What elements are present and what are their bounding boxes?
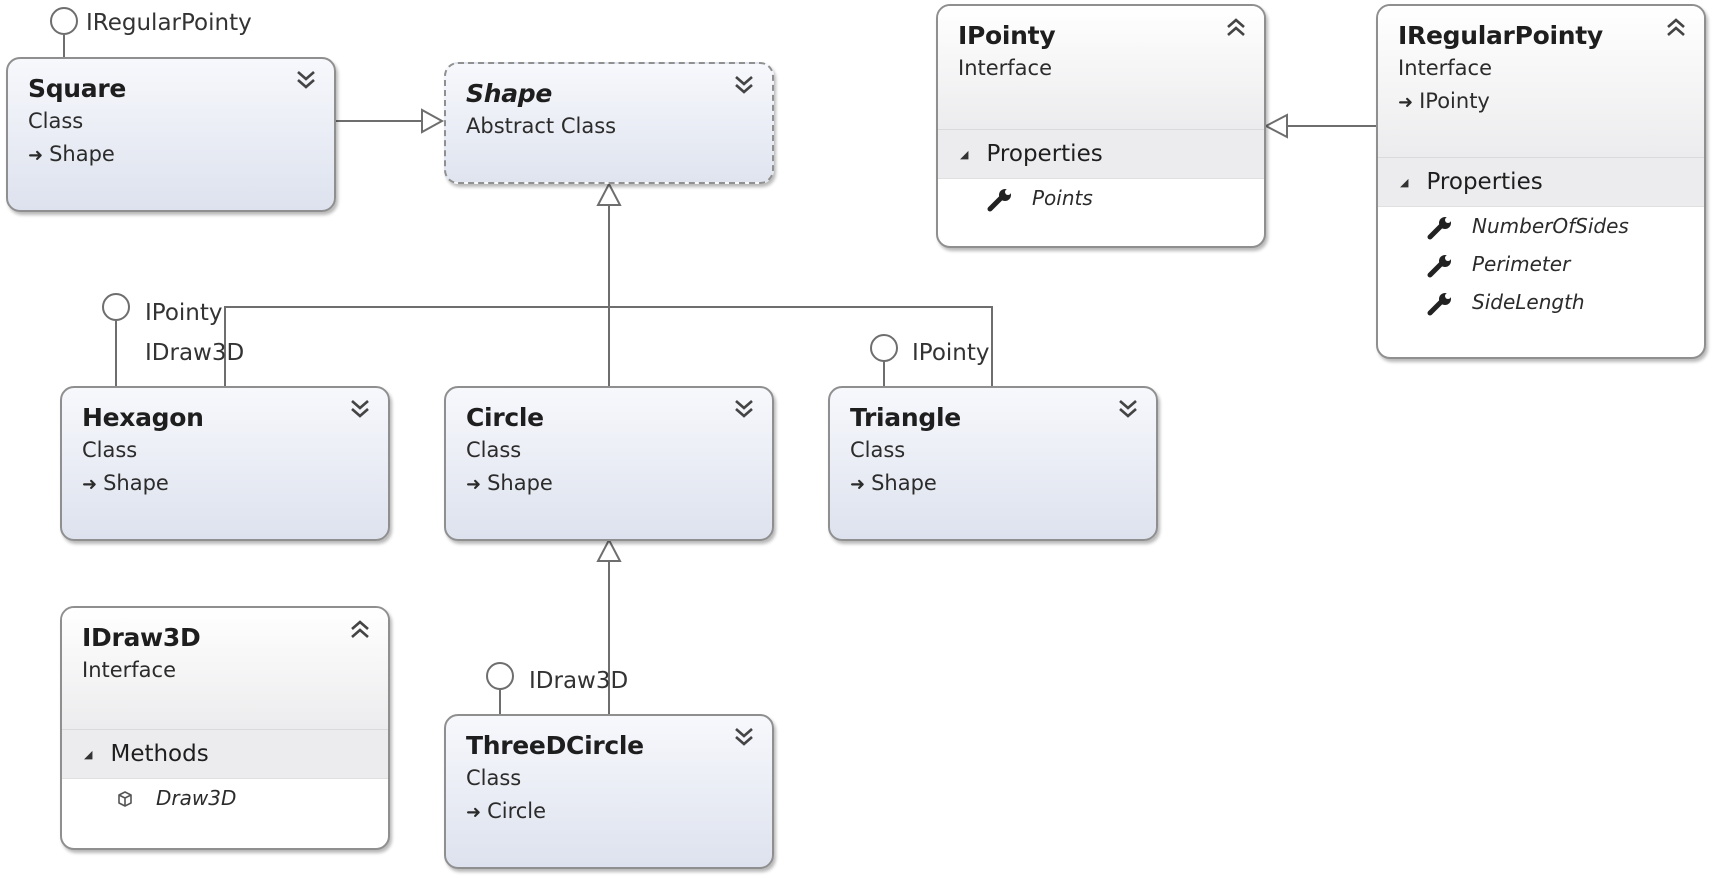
property-label: Perimeter: [1472, 252, 1571, 276]
inherits-arrow-icon: ➜: [466, 802, 482, 823]
inherits-arrow-icon: ➜: [850, 474, 866, 495]
expand-chevron-icon[interactable]: [348, 398, 372, 420]
method-item[interactable]: Draw3D: [62, 779, 388, 817]
interface-box-iregularpointy[interactable]: IRegularPointy Interface ➜IPointy ◢ Prope…: [1376, 4, 1706, 359]
inherit-arrowhead-shape: [596, 181, 622, 206]
class-name: Triangle: [850, 403, 961, 432]
base-type-label: Circle: [487, 799, 547, 823]
class-name: ThreeDCircle: [466, 731, 644, 760]
interface-kind: Interface: [82, 658, 177, 682]
collapse-chevron-icon[interactable]: [1224, 16, 1248, 38]
property-item[interactable]: SideLength: [1378, 283, 1704, 321]
class-kind: Class: [466, 438, 522, 462]
class-name: Hexagon: [82, 403, 204, 432]
collapse-chevron-icon[interactable]: [1664, 16, 1688, 38]
expand-chevron-icon[interactable]: [732, 398, 756, 420]
interface-kind: Interface: [1398, 56, 1493, 80]
base-type: ➜IPointy: [1398, 85, 1688, 119]
wrench-icon: [1427, 216, 1451, 239]
method-cube-icon: [118, 790, 132, 807]
section-properties[interactable]: ◢ Properties: [938, 130, 1264, 179]
lollipop-circle-hexagon: [102, 293, 130, 321]
interface-name: IDraw3D: [82, 623, 201, 652]
expand-chevron-icon[interactable]: [1116, 398, 1140, 420]
class-name: Circle: [466, 403, 544, 432]
class-kind: Abstract Class: [466, 114, 617, 138]
base-type: ➜Shape: [850, 467, 1140, 501]
base-type-label: Shape: [49, 142, 115, 166]
lollipop-circle-triangle: [870, 334, 898, 362]
collapse-triangle-icon: ◢: [960, 147, 969, 161]
interface-name: IPointy: [958, 21, 1056, 50]
base-type: ➜Circle: [466, 795, 756, 829]
lollipop-label-hexagon-ipointy: IPointy: [145, 300, 223, 326]
class-kind: Class: [466, 766, 522, 790]
class-box-square[interactable]: Square Class ➜Shape: [6, 57, 336, 212]
inherits-arrow-icon: ➜: [1398, 92, 1414, 113]
lollipop-label-hexagon-idraw3d: IDraw3D: [145, 340, 245, 366]
interface-box-idraw3d[interactable]: IDraw3D Interface ◢ Methods Draw3D: [60, 606, 390, 850]
inherit-arrowhead-ipointy: [1263, 113, 1288, 139]
collapse-triangle-icon: ◢: [1400, 175, 1409, 189]
class-box-hexagon[interactable]: Hexagon Class ➜Shape: [60, 386, 390, 541]
section-label: Methods: [110, 741, 209, 767]
collapse-triangle-icon: ◢: [84, 747, 93, 761]
base-type: ➜Shape: [466, 467, 756, 501]
class-name: Shape: [466, 79, 553, 108]
lollipop-label-square-iregularpointy: IRegularPointy: [86, 10, 252, 36]
inherits-arrow-icon: ➜: [466, 474, 482, 495]
wrench-icon: [987, 188, 1011, 211]
lollipop-circle-threedcircle: [486, 662, 514, 690]
expand-chevron-icon[interactable]: [732, 74, 756, 96]
base-type: ➜Shape: [28, 138, 318, 172]
property-label: SideLength: [1472, 290, 1585, 314]
lollipop-label-triangle-ipointy: IPointy: [912, 340, 990, 366]
inherit-line-hexagon-triangle: [224, 306, 993, 388]
property-label: Points: [1032, 186, 1093, 210]
collapse-chevron-icon[interactable]: [348, 618, 372, 640]
section-label: Properties: [1426, 169, 1543, 195]
inherit-arrowhead-circle: [596, 537, 622, 562]
interface-kind: Interface: [958, 56, 1053, 80]
class-box-threedcircle[interactable]: ThreeDCircle Class ➜Circle: [444, 714, 774, 869]
interface-box-ipointy[interactable]: IPointy Interface ◢ Properties Points: [936, 4, 1266, 248]
interface-name: IRegularPointy: [1398, 21, 1603, 50]
property-item[interactable]: Points: [938, 179, 1264, 217]
section-properties[interactable]: ◢ Properties: [1378, 158, 1704, 207]
section-label: Properties: [986, 141, 1103, 167]
class-kind: Class: [82, 438, 138, 462]
property-item[interactable]: Perimeter: [1378, 245, 1704, 283]
class-kind: Class: [28, 109, 84, 133]
base-type-label: Shape: [871, 471, 937, 495]
class-box-shape[interactable]: Shape Abstract Class: [444, 62, 774, 184]
class-box-circle[interactable]: Circle Class ➜Shape: [444, 386, 774, 541]
property-label: NumberOfSides: [1472, 214, 1629, 238]
inherits-arrow-icon: ➜: [82, 474, 98, 495]
class-kind: Class: [850, 438, 906, 462]
inherit-arrowhead-square: [421, 108, 445, 134]
inherits-arrow-icon: ➜: [28, 145, 44, 166]
expand-chevron-icon[interactable]: [732, 726, 756, 748]
lollipop-label-threedcircle-idraw3d: IDraw3D: [529, 668, 629, 694]
property-item[interactable]: NumberOfSides: [1378, 207, 1704, 245]
base-type-label: IPointy: [1419, 89, 1490, 113]
method-label: Draw3D: [156, 786, 237, 810]
class-name: Square: [28, 74, 127, 103]
expand-chevron-icon[interactable]: [294, 69, 318, 91]
base-type: ➜Shape: [82, 467, 372, 501]
lollipop-circle-square: [50, 7, 78, 35]
base-type-label: Shape: [103, 471, 169, 495]
class-box-triangle[interactable]: Triangle Class ➜Shape: [828, 386, 1158, 541]
wrench-icon: [1427, 254, 1451, 277]
section-methods[interactable]: ◢ Methods: [62, 730, 388, 779]
wrench-icon: [1427, 292, 1451, 315]
base-type-label: Shape: [487, 471, 553, 495]
